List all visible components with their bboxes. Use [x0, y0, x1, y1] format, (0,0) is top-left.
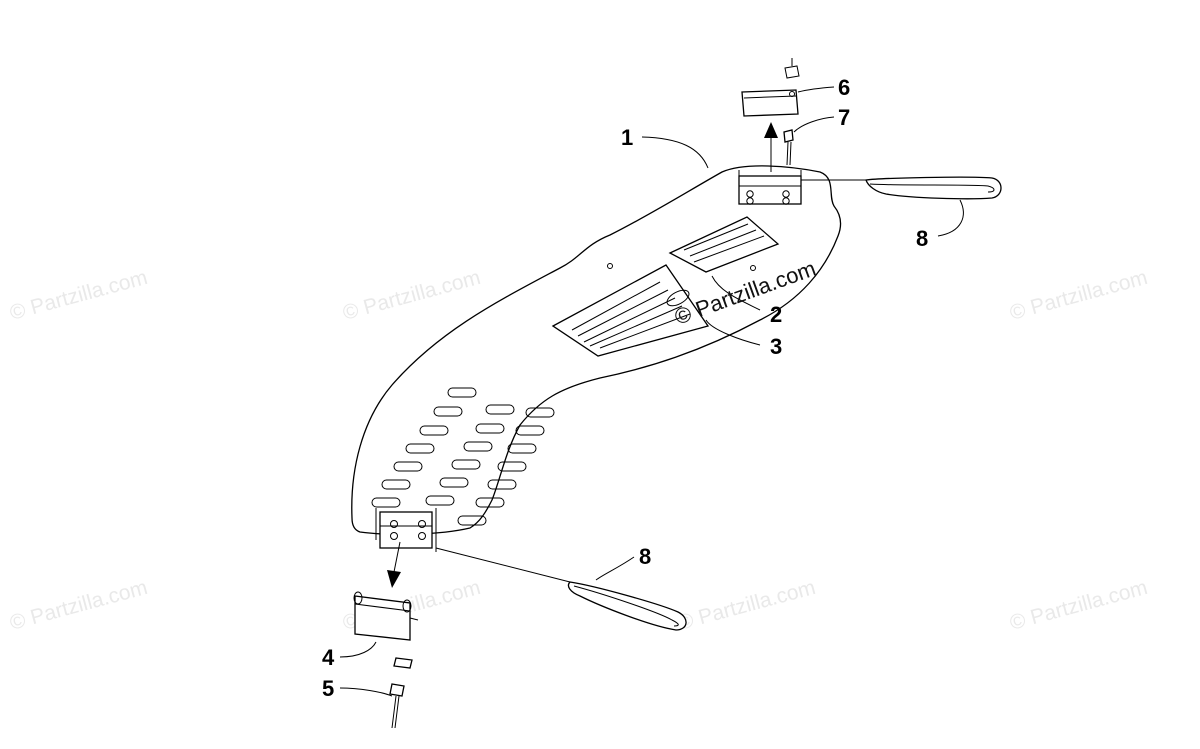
callout-7: 7 [838, 105, 850, 130]
vent-slots [371, 387, 555, 526]
pin-part-8-upper [801, 176, 1002, 200]
lower-hinge-bracket [375, 508, 437, 552]
decal-part-3 [551, 264, 710, 357]
callout-1: 1 [621, 125, 633, 150]
rivet-part-5 [389, 657, 413, 729]
callout-numbers: 1 2 3 4 5 6 7 8 8 [322, 75, 928, 701]
callout-6: 6 [838, 75, 850, 100]
hinge-cover-part-6 [741, 58, 800, 117]
upper-hinge-bracket [738, 170, 802, 205]
callout-5: 5 [322, 676, 334, 701]
hinge-cover-part-4 [353, 591, 419, 641]
rivet-part-7 [783, 129, 794, 166]
watermark-tile: © Partzilla.com [340, 266, 483, 325]
assembly-arrows [387, 122, 778, 588]
callout-8-upper: 8 [916, 226, 928, 251]
watermark-tile: © Partzilla.com [7, 576, 150, 635]
watermark-tile: © Partzilla.com [1007, 266, 1150, 325]
pin-part-8-lower [435, 547, 687, 631]
callout-4: 4 [322, 645, 335, 670]
callout-8-lower: 8 [639, 544, 651, 569]
watermark-tile: © Partzilla.com [1007, 576, 1150, 635]
watermark-tile: © Partzilla.com [675, 576, 818, 635]
callout-2: 2 [770, 302, 782, 327]
callout-3: 3 [770, 334, 782, 359]
leader-lines [339, 86, 964, 697]
watermark-tile: © Partzilla.com [7, 266, 150, 325]
decal-part-2 [668, 216, 780, 273]
